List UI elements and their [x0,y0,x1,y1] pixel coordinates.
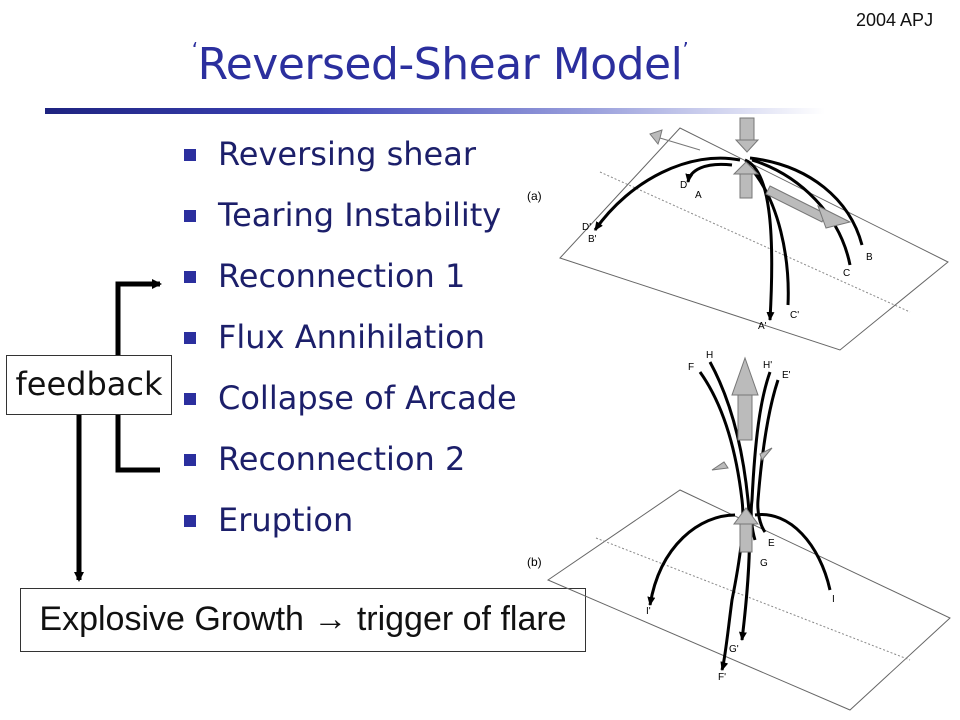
title-underline-rule [45,108,825,114]
bullet-marker [184,393,196,405]
bullet-text: Flux Annihilation [218,318,485,356]
bullet-item: Reconnection 2 [180,433,517,494]
bullet-text: Reconnection 1 [218,257,466,295]
bullet-item: Reconnection 1 [180,250,517,311]
bullet-item: Reversing shear [180,128,517,189]
bullet-marker [184,454,196,466]
page-title: ‘Reversed-Shear Model’ [80,38,800,90]
bullet-text: Reversing shear [218,135,476,173]
bullet-text: Eruption [218,501,354,539]
title-open-quote: ‘ [191,38,198,62]
bullet-text: Tearing Instability [218,196,502,234]
title-close-quote: ’ [682,38,689,62]
bullet-marker [184,271,196,283]
bullet-marker [184,332,196,344]
bullet-marker [184,149,196,161]
bullet-text: Collapse of Arcade [218,379,517,417]
bullet-item: Collapse of Arcade [180,372,517,433]
feedback-bracket-bottom [115,415,160,473]
feedback-box: feedback [6,355,172,415]
bullet-list: Reversing shear Tearing Instability Reco… [180,128,517,555]
bullet-item: Eruption [180,494,517,555]
citation-label: 2004 APJ [856,10,934,30]
bullet-item: Tearing Instability [180,189,517,250]
bullet-marker [184,210,196,222]
bullet-item: Flux Annihilation [180,311,517,372]
feedback-bracket-top [115,279,162,355]
bullet-marker [184,515,196,527]
title-text: Reversed-Shear Model [197,39,683,90]
explosive-growth-box: Explosive Growth → trigger of flare [20,588,586,652]
bullet-text: Reconnection 2 [218,440,466,478]
